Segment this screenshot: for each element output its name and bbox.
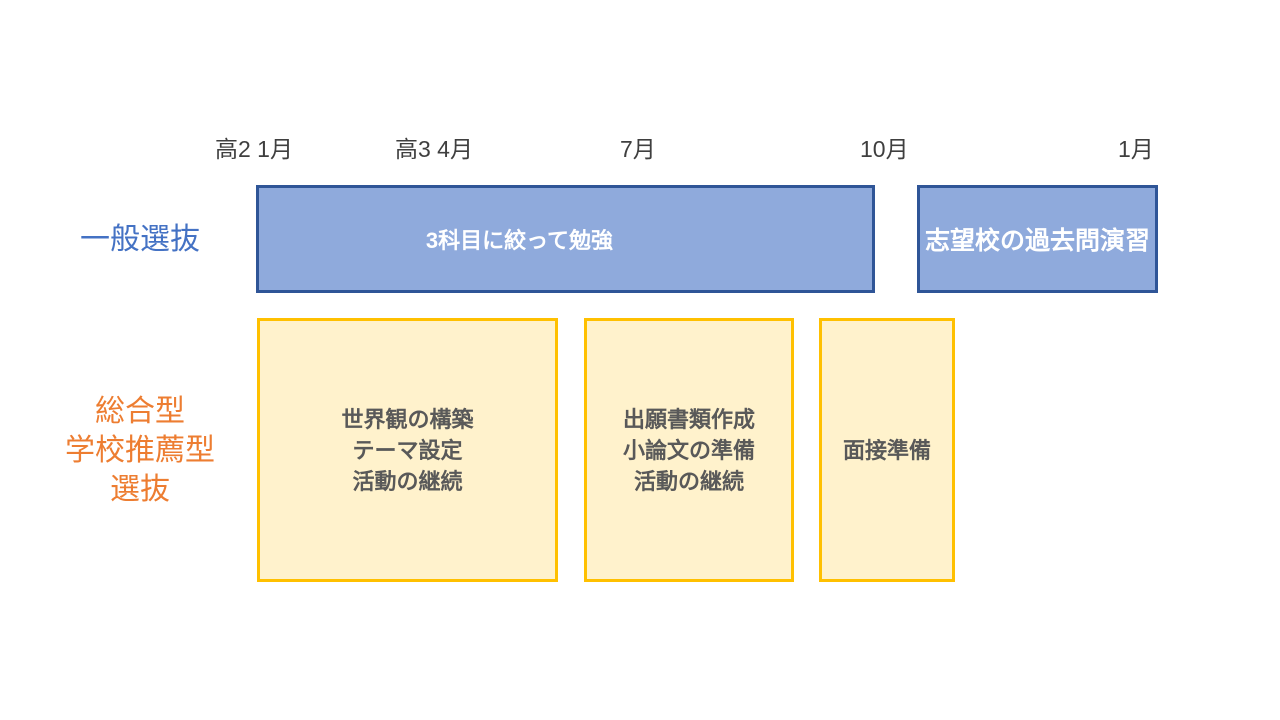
recommend-box-1-text: 世界観の構築 テーマ設定 活動の継続 [341, 404, 473, 497]
recommend-box-application-essay-activity: 出願書類作成 小論文の準備 活動の継続 [584, 318, 794, 582]
general-bar-focused-study: 3科目に絞って勉強 [256, 185, 875, 293]
recommend-box-interview-prep: 面接準備 [819, 318, 955, 582]
recommend-box-3-line-1: 面接準備 [842, 437, 931, 463]
recommend-box-2-line-1: 出願書類作成 [622, 406, 755, 432]
recommend-box-3-text: 面接準備 [843, 435, 931, 466]
recommendation-label-line-1: 総合型 [95, 394, 185, 428]
recommendation-selection-row-label: 総合型 学校推薦型 選抜 [40, 318, 240, 582]
recommendation-label-line-3: 選抜 [110, 472, 170, 506]
axis-label-october: 10月 [860, 136, 909, 162]
recommend-box-2-text: 出願書類作成 小論文の準備 活動の継続 [623, 404, 755, 497]
general-bar-past-exam-practice: 志望校の過去問演習 [917, 185, 1158, 293]
axis-label-ko2-january: 高2 1月 [215, 136, 293, 162]
recommend-box-1-line-3: 活動の継続 [352, 468, 463, 494]
recommend-box-2-line-2: 小論文の準備 [622, 437, 755, 463]
general-selection-row-label: 一般選抜 [80, 222, 200, 256]
general-bar-focused-study-label: 3科目に絞って勉強 [425, 228, 614, 253]
recommend-box-1-line-1: 世界観の構築 [341, 406, 474, 432]
general-bar-past-exam-practice-label: 志望校の過去問演習 [924, 227, 1150, 255]
recommendation-label-line-2: 学校推薦型 [65, 433, 215, 467]
axis-label-january: 1月 [1118, 136, 1154, 162]
recommend-box-1-line-2: テーマ設定 [352, 437, 463, 463]
recommend-box-worldview-theme-activity: 世界観の構築 テーマ設定 活動の継続 [257, 318, 558, 582]
axis-label-ko3-april: 高3 4月 [395, 136, 473, 162]
recommend-box-2-line-3: 活動の継続 [633, 468, 744, 494]
axis-label-july: 7月 [620, 136, 656, 162]
